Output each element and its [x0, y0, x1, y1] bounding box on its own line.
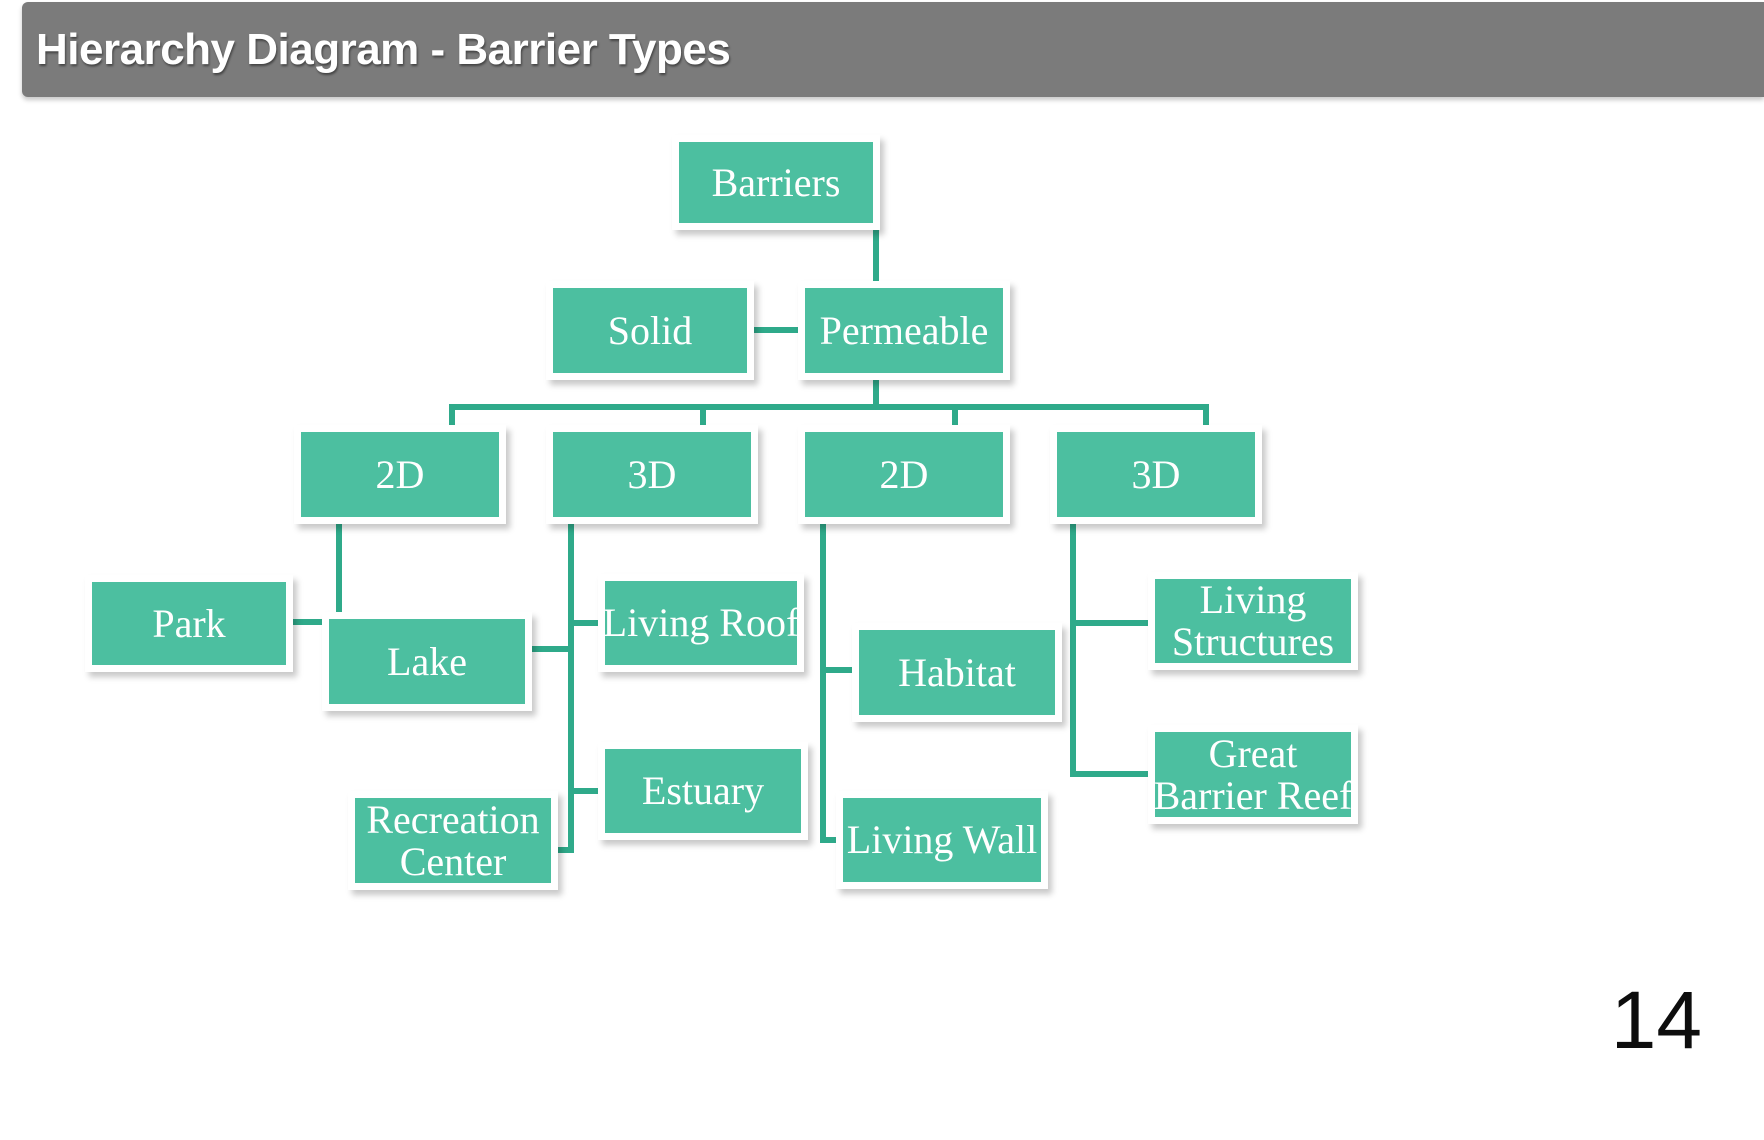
- node-barriers-label: Barriers: [711, 159, 841, 205]
- connector-perm3d-to-great-barrier-reef: [1070, 771, 1166, 777]
- node-living-roof[interactable]: Living Roof: [598, 574, 804, 672]
- node-barriers[interactable]: Barriers: [672, 135, 880, 230]
- node-park-label: Park: [152, 600, 226, 646]
- node-living-wall[interactable]: Living Wall: [836, 791, 1048, 889]
- node-park[interactable]: Park: [85, 575, 293, 672]
- node-living-wall-label: Living Wall: [846, 817, 1038, 862]
- page-number: 14: [1610, 975, 1702, 1066]
- node-habitat[interactable]: Habitat: [852, 623, 1062, 722]
- node-permeable-3d-label: 3D: [1131, 451, 1181, 497]
- slide-title-bar: Hierarchy Diagram - Barrier Types: [22, 2, 1764, 97]
- node-estuary[interactable]: Estuary: [598, 742, 808, 840]
- connector-solid3d-to-lake: [530, 646, 574, 652]
- connector-level3-bus: [449, 404, 1209, 410]
- node-living-structures-label-line1: Living: [1199, 577, 1307, 622]
- node-recreation-center[interactable]: Recreation Center: [348, 791, 558, 890]
- connector-perm3d-trunk: [1070, 523, 1076, 777]
- node-great-barrier-reef-label-line2: Barrier Reef: [1153, 772, 1353, 818]
- connector-perm2d-trunk: [820, 523, 826, 843]
- node-estuary-label: Estuary: [641, 768, 765, 813]
- node-permeable[interactable]: Permeable: [798, 281, 1010, 380]
- node-solid-2d[interactable]: 2D: [294, 425, 506, 524]
- node-recreation-center-label-line1: Recreation: [366, 796, 540, 842]
- node-permeable-3d[interactable]: 3D: [1050, 425, 1262, 524]
- node-permeable-2d[interactable]: 2D: [798, 425, 1010, 524]
- node-solid[interactable]: Solid: [546, 281, 754, 380]
- slide-title: Hierarchy Diagram - Barrier Types: [36, 24, 731, 74]
- node-living-roof-label: Living Roof: [602, 600, 800, 645]
- node-living-structures[interactable]: Living Structures: [1148, 572, 1358, 670]
- connector-solid3d-to-living-roof: [568, 620, 608, 626]
- connector-solid3d-trunk: [568, 523, 574, 853]
- connector-perm2d-to-habitat: [820, 667, 862, 673]
- node-solid-label: Solid: [607, 307, 693, 353]
- node-solid-3d-label: 3D: [627, 451, 677, 497]
- node-solid-2d-label: 2D: [375, 451, 425, 497]
- node-solid-3d[interactable]: 3D: [546, 425, 758, 524]
- node-permeable-2d-label: 2D: [879, 451, 929, 497]
- connector-perm3d-to-living-structures: [1070, 620, 1166, 626]
- node-lake-label: Lake: [387, 638, 467, 684]
- node-living-structures-label-line2: Structures: [1171, 619, 1335, 664]
- node-recreation-center-label-line2: Center: [399, 838, 507, 884]
- node-great-barrier-reef-label-line1: Great: [1208, 730, 1298, 776]
- node-lake[interactable]: Lake: [322, 612, 532, 711]
- connector-solid3d-to-estuary: [568, 788, 608, 794]
- node-great-barrier-reef[interactable]: Great Barrier Reef: [1148, 725, 1358, 824]
- connector-solid2d-to-park: [285, 619, 341, 625]
- connector-solid2d-trunk: [336, 523, 342, 663]
- node-permeable-label: Permeable: [819, 307, 989, 353]
- node-habitat-label: Habitat: [898, 649, 1016, 695]
